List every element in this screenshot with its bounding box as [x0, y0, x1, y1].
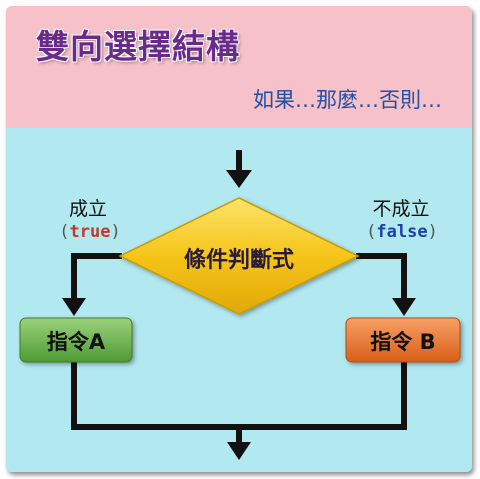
merge-line	[71, 362, 407, 430]
decision-diamond	[118, 197, 360, 315]
instruction-box-a	[19, 317, 133, 363]
true-branch-arrowhead	[62, 298, 86, 316]
false-code-open: (	[366, 222, 377, 242]
diagram-title: 雙向選擇結構	[36, 27, 240, 66]
connector-lines	[71, 253, 407, 444]
false-keyword: false	[376, 222, 428, 242]
entry-arrow	[226, 150, 252, 188]
false-code-label: (false)	[354, 222, 450, 242]
false-code-close: )	[427, 222, 438, 242]
header-band	[6, 6, 472, 128]
true-branch-line	[71, 253, 122, 300]
true-keyword: true	[69, 222, 111, 242]
decision-label: 條件判斷式	[183, 248, 294, 273]
false-branch-label: 不成立	[372, 198, 430, 220]
true-branch-label: 成立	[68, 198, 107, 220]
instruction-box-b	[345, 317, 461, 363]
false-branch-arrowhead	[392, 298, 416, 316]
box-b-label: 指令 B	[370, 330, 436, 354]
diagram-subtitle: 如果…那麼…否則…	[253, 88, 442, 112]
box-a-label: 指令A	[46, 330, 106, 354]
exit-arrowhead	[227, 442, 251, 460]
true-code-open: (	[59, 222, 70, 242]
false-branch-line	[356, 253, 407, 300]
true-code-label: (true)	[44, 222, 136, 242]
true-code-close: )	[110, 222, 121, 242]
